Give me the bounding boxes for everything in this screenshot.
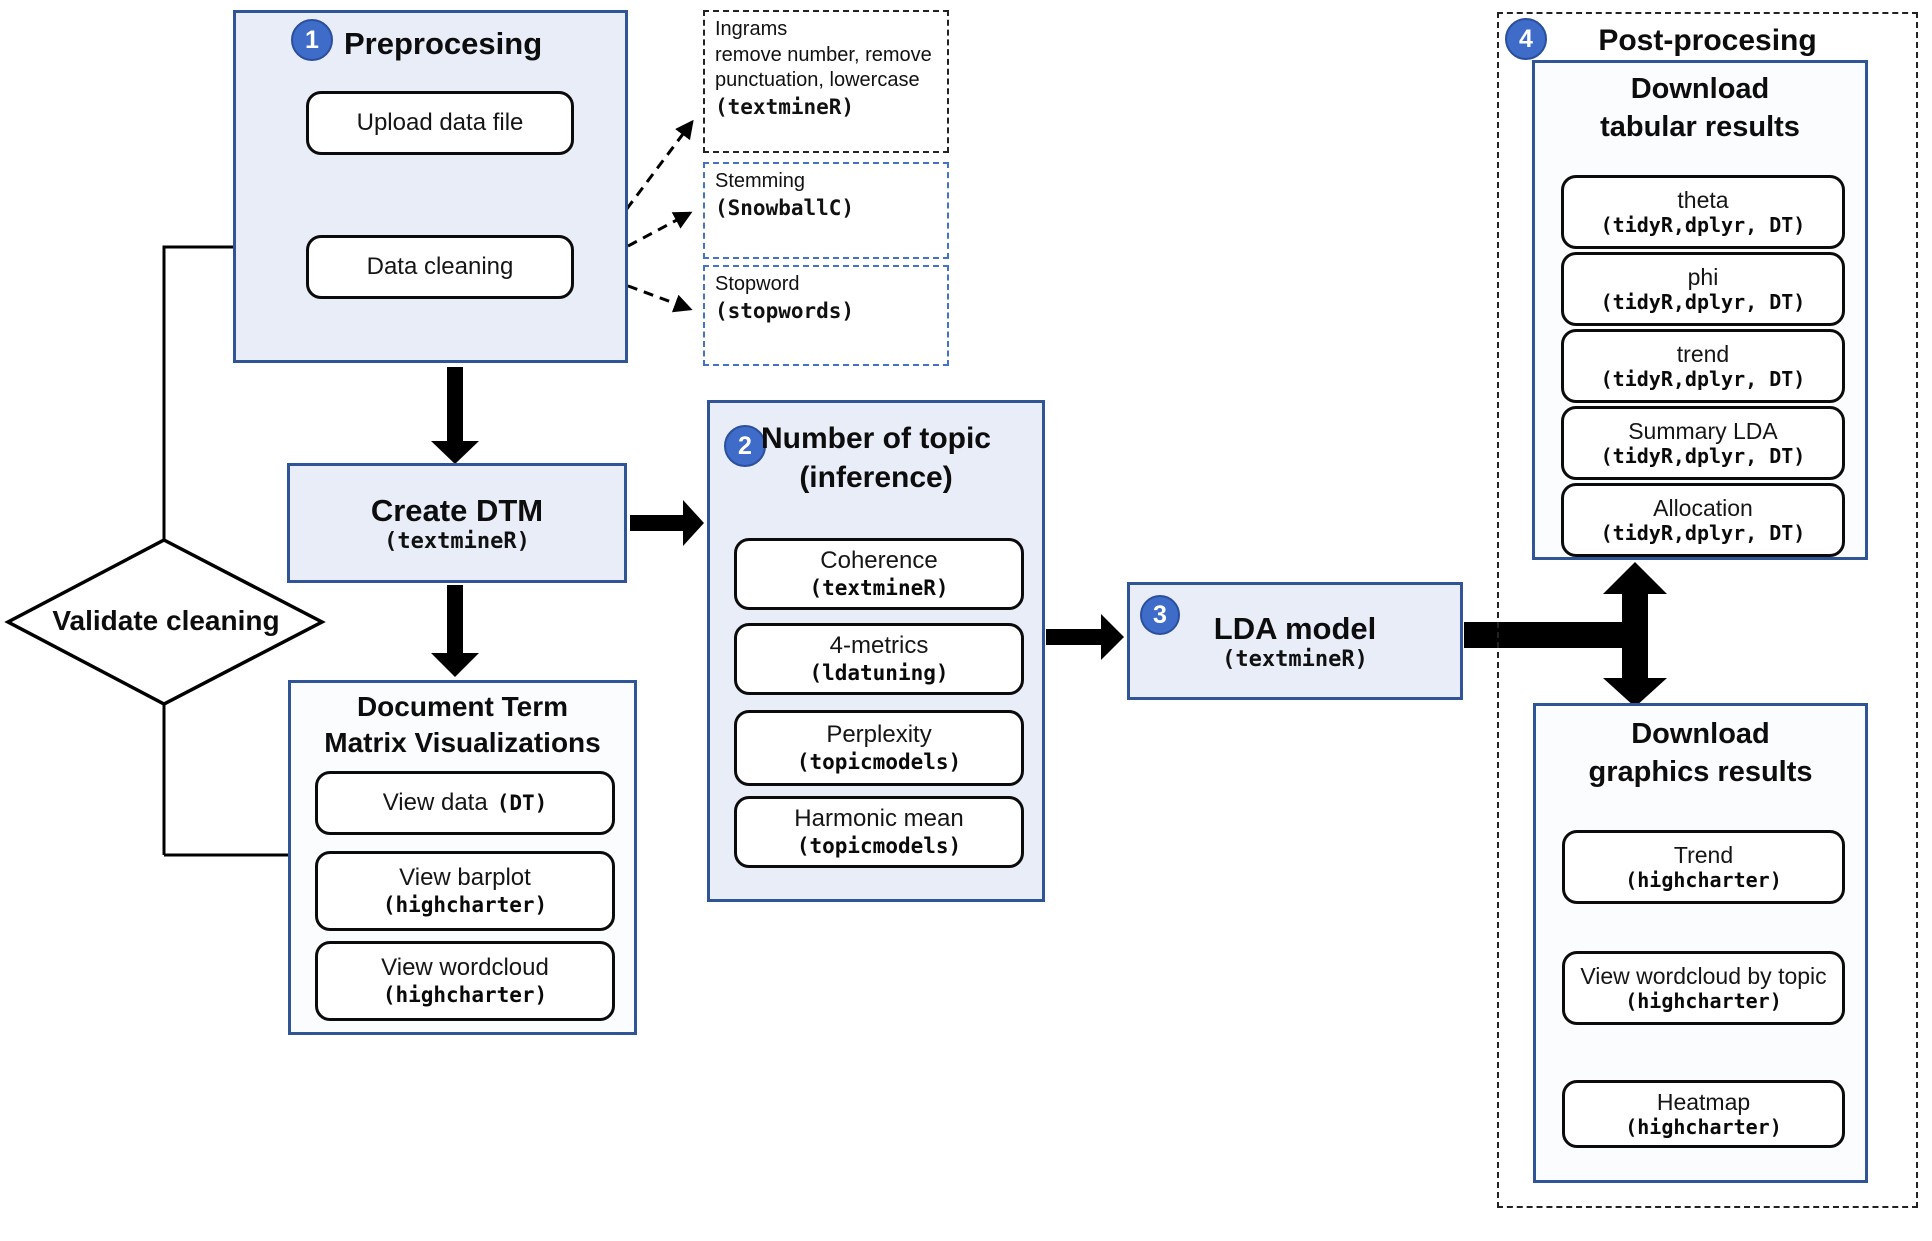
lda-model-title: LDA model [1213,610,1377,646]
tabular-title-line1: Download [1630,73,1770,105]
step-2-badge: 2 [724,425,766,467]
stopword-note-label: Stopword [715,273,800,295]
stopword-note: Stopword (stopwords) [703,265,949,366]
theta-package: (tidyR,dplyr, DT) [1600,212,1806,237]
wordcloud-by-topic-button: View wordcloud by topic (highcharter) [1562,951,1845,1025]
four-metrics-button: 4-metrics (ldatuning) [734,623,1024,695]
theta-label: theta [1677,186,1729,213]
topic-inference-title-line2: (inference) [799,461,953,494]
heatmap-button: Heatmap (highcharter) [1562,1080,1845,1148]
step-1-badge: 1 [291,19,333,61]
coherence-button: Coherence (textmineR) [734,538,1024,610]
trend-graphic-package: (highcharter) [1625,867,1782,892]
coherence-label: Coherence [820,547,938,575]
coherence-package: (textmineR) [809,575,949,600]
view-barplot-package: (highcharter) [382,892,548,917]
data-cleaning-button: Data cleaning [306,235,574,299]
summary-lda-button: Summary LDA (tidyR,dplyr, DT) [1561,406,1845,480]
preprocessing-panel: 1 Preprocesing Upload data file Data cle… [233,10,628,363]
harmonic-mean-package: (topicmodels) [796,833,962,858]
stemming-note-label: Stemming [715,170,806,192]
wordcloud-by-topic-label: View wordcloud by topic [1580,962,1827,989]
lda-model-panel: 3 LDA model (textmineR) [1127,582,1463,700]
heatmap-package: (highcharter) [1625,1114,1782,1139]
summary-lda-label: Summary LDA [1628,417,1778,444]
arrow-preprocessing-to-createdtm [431,367,479,464]
ngrams-note-line3: punctuation, lowercase [715,69,920,92]
download-tabular-panel: Download tabular results theta (tidyR,dp… [1532,60,1868,560]
arrow-createdtm-to-topics [630,500,704,546]
validate-cleaning-label: Validate cleaning [52,605,280,636]
stopword-note-package: (stopwords) [715,298,855,323]
arrow-topics-to-lda [1046,614,1124,660]
perplexity-button: Perplexity (topicmodels) [734,710,1024,786]
tabular-title-line2: tabular results [1600,110,1800,143]
lda-model-package: (textmineR) [1222,646,1368,672]
stemming-note-package: (SnowballC) [715,195,855,220]
perplexity-package: (topicmodels) [796,749,962,774]
dtm-viz-title-line2: Matrix Visualizations [324,727,601,759]
wordcloud-by-topic-package: (highcharter) [1625,988,1782,1013]
create-dtm-package: (textmineR) [384,528,530,554]
view-data-package: (DT) [496,790,548,815]
harmonic-mean-button: Harmonic mean (topicmodels) [734,796,1024,868]
create-dtm-panel: Create DTM (textmineR) [287,463,627,583]
four-metrics-package: (ldatuning) [809,660,949,685]
ngrams-note-line2: remove number, remove [715,43,932,66]
ngrams-note-package: (textmineR) [715,94,855,119]
download-graphics-panel: Download graphics results Trend (highcha… [1533,703,1868,1183]
graphics-title-line2: graphics results [1588,755,1813,788]
view-wordcloud-button: View wordcloud (highcharter) [315,941,615,1021]
upload-data-file-label: Upload data file [356,108,524,136]
upload-data-file-button: Upload data file [306,91,574,155]
dtm-visualizations-panel: Document Term Matrix Visualizations View… [288,680,637,1035]
view-data-button: View data (DT) [315,771,615,835]
arrow-createdtm-to-dtmviz [431,585,479,677]
harmonic-mean-label: Harmonic mean [794,805,964,833]
topic-inference-title-line1: Number of topic [761,422,991,455]
stemming-note: Stemming (SnowballC) [703,162,949,259]
step-4-badge: 4 [1505,18,1547,60]
dtm-viz-title-line1: Document Term [356,691,569,722]
trend-graphic-label: Trend [1673,841,1734,868]
view-data-label: View data [382,788,488,816]
post-processing-title: Post-procesing [1598,24,1817,57]
phi-label: phi [1687,263,1719,290]
view-wordcloud-label: View wordcloud [381,954,549,982]
trend-table-label: trend [1676,340,1730,367]
graphics-title-line1: Download [1631,718,1770,750]
four-metrics-label: 4-metrics [829,632,929,660]
step-3-badge: 3 [1140,595,1180,635]
trend-table-button: trend (tidyR,dplyr, DT) [1561,329,1845,403]
preprocessing-title: Preprocesing [344,26,543,61]
view-barplot-button: View barplot (highcharter) [315,851,615,931]
view-barplot-label: View barplot [399,864,531,892]
post-processing-container: 4 Post-procesing [1497,12,1918,1208]
perplexity-label: Perplexity [826,721,932,749]
allocation-button: Allocation (tidyR,dplyr, DT) [1561,483,1845,557]
phi-package: (tidyR,dplyr, DT) [1600,289,1806,314]
summary-lda-package: (tidyR,dplyr, DT) [1600,443,1806,468]
trend-table-package: (tidyR,dplyr, DT) [1600,366,1806,391]
allocation-package: (tidyR,dplyr, DT) [1600,520,1806,545]
create-dtm-title: Create DTM [370,492,544,528]
ngrams-note: Ingrams remove number, remove punctuatio… [703,10,949,153]
view-wordcloud-package: (highcharter) [382,982,548,1007]
heatmap-label: Heatmap [1656,1088,1751,1115]
trend-graphic-button: Trend (highcharter) [1562,830,1845,904]
theta-button: theta (tidyR,dplyr, DT) [1561,175,1845,249]
ngrams-note-line1: Ingrams [715,18,788,40]
allocation-label: Allocation [1653,494,1753,521]
data-cleaning-label: Data cleaning [366,252,514,280]
topic-inference-panel: 2 Number of topic (inference) Coherence … [707,400,1045,902]
phi-button: phi (tidyR,dplyr, DT) [1561,252,1845,326]
